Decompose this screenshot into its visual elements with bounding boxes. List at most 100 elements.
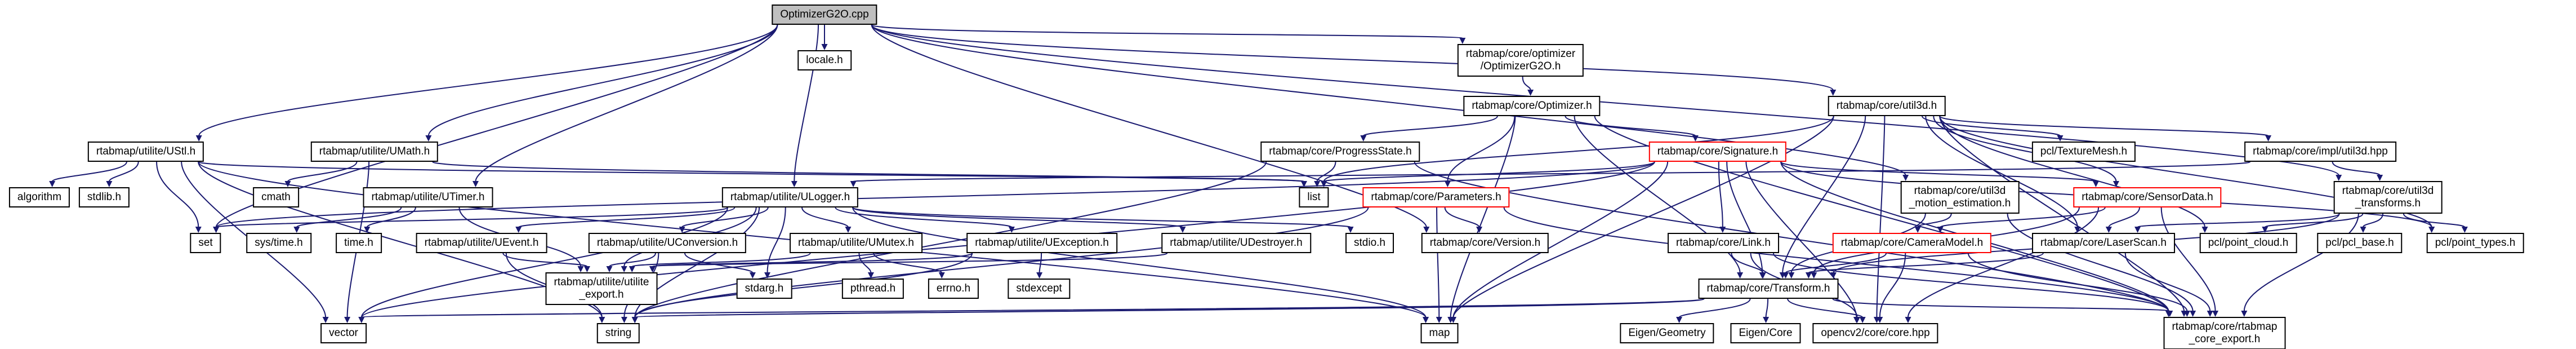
graph-node-algorithm: algorithm: [8, 187, 70, 207]
edge-arrowhead: [2212, 311, 2219, 317]
edge-arrowhead: [845, 227, 852, 233]
graph-node-progress[interactable]: rtabmap/core/ProgressState.h: [1260, 142, 1420, 162]
graph-node-ulogger[interactable]: rtabmap/utilite/ULogger.h: [721, 187, 859, 207]
edge-cpp-motionest: [871, 24, 1906, 176]
graph-node-coreexport[interactable]: rtabmap/core/rtabmap _core_export.h: [2163, 317, 2286, 349]
edge-optimizer-coreexport: [1594, 116, 2169, 312]
edge-arrowhead: [1759, 272, 1766, 279]
edge-arrowhead: [1459, 38, 1466, 44]
edge-arrowhead: [1360, 135, 1367, 142]
edge-util3d-list: [1323, 116, 1834, 182]
graph-node-stdio: stdio.h: [1345, 233, 1394, 253]
edge-signature-map: [1452, 161, 1669, 318]
graph-node-transform[interactable]: rtabmap/core/Transform.h: [1698, 279, 1839, 299]
graph-node-util3dhpp[interactable]: rtabmap/core/impl/util3d.hpp: [2244, 142, 2396, 162]
edge-cpp-utimer: [475, 24, 778, 182]
edge-sensordata-laserscan: [2108, 207, 2140, 228]
edge-arrowhead: [1527, 90, 1534, 96]
graph-node-stdarg: stdarg.h: [736, 279, 792, 299]
edge-ustl-set: [156, 161, 199, 228]
edge-transform-eigengeometry: [1678, 298, 1751, 318]
graph-node-util3d[interactable]: rtabmap/core/util3d.h: [1828, 96, 1946, 116]
graph-node-umath[interactable]: rtabmap/utilite/UMath.h: [310, 142, 439, 162]
edge-arrowhead: [764, 272, 771, 279]
graph-node-pointtypes: pcl/point_types.h: [2426, 233, 2524, 253]
edge-arrowhead: [284, 181, 291, 187]
edge-arrowhead: [2092, 181, 2099, 187]
edge-arrowhead: [1036, 272, 1043, 279]
edge-arrowhead: [2207, 311, 2213, 317]
edge-arrowhead: [938, 272, 945, 279]
graph-node-texturemesh: pcl/TextureMesh.h: [2031, 142, 2136, 162]
graph-node-udestroyer[interactable]: rtabmap/utilite/UDestroyer.h: [1161, 233, 1311, 253]
edge-arrowhead: [2377, 175, 2383, 181]
edge-arrowhead: [1347, 227, 1354, 233]
graph-node-parameters[interactable]: rtabmap/core/Parameters.h: [1362, 187, 1510, 207]
graph-node-transforms[interactable]: rtabmap/core/util3d _transforms.h: [2333, 181, 2443, 214]
edge-umutex-uliteexport: [631, 253, 811, 267]
edge-arrowhead: [2105, 227, 2112, 233]
graph-node-version[interactable]: rtabmap/core/Version.h: [1421, 233, 1549, 253]
edge-arrowhead: [49, 181, 56, 187]
graph-node-signature[interactable]: rtabmap/core/Signature.h: [1648, 142, 1787, 162]
graph-node-uexception[interactable]: rtabmap/utilite/UException.h: [966, 233, 1117, 253]
edge-arrowhead: [1737, 272, 1744, 279]
edge-parameters-map: [1436, 207, 1440, 318]
edge-signature-set: [215, 161, 1655, 228]
edge-optimizer-signature: [1565, 116, 1696, 136]
edge-link-coreexport: [1772, 253, 2169, 312]
edge-transforms-pointtypes: [2403, 213, 2466, 228]
graph-node-optimizer[interactable]: rtabmap/core/Optimizer.h: [1463, 96, 1601, 116]
edge-uexception-stdexcept: [1039, 253, 1042, 273]
edge-cameramodel-transform: [1785, 253, 1887, 273]
edge-arrowhead: [322, 317, 329, 323]
edge-arrowhead: [1782, 272, 1789, 279]
graph-node-uevent[interactable]: rtabmap/utilite/UEvent.h: [416, 233, 547, 253]
edge-arrowhead: [1914, 227, 1921, 233]
edge-arrowhead: [2428, 227, 2435, 233]
graph-node-pointcloud: pcl/point_cloud.h: [2199, 233, 2297, 253]
edge-ustl-stdlib: [108, 161, 139, 182]
edge-cpp-ulogger: [794, 24, 819, 182]
edge-cpp-umath: [427, 24, 778, 136]
edge-arrowhead: [106, 181, 113, 187]
edge-arrowhead: [364, 227, 371, 233]
edge-signature-opencv: [1745, 161, 1857, 318]
edge-arrowhead: [577, 266, 584, 272]
graph-node-time: time.h: [336, 233, 382, 253]
graph-node-list: list: [1299, 187, 1329, 207]
graph-node-motionest[interactable]: rtabmap/core/util3d _motion_estimation.h: [1900, 181, 2020, 214]
graph-node-ustl[interactable]: rtabmap/utilite/UStl.h: [87, 142, 204, 162]
edge-parameters-version: [1444, 207, 1480, 228]
edge-motionest-cameramodel: [1917, 213, 1952, 228]
edge-transform-opencv: [1787, 298, 1864, 318]
edge-progress-coreexport: [1414, 161, 2169, 312]
graph-node-sensordata[interactable]: rtabmap/core/SensorData.h: [2073, 187, 2222, 207]
edge-arrowhead: [2262, 227, 2269, 233]
edge-util3d-map: [1452, 116, 1834, 318]
graph-node-umutex[interactable]: rtabmap/utilite/UMutex.h: [790, 233, 922, 253]
graph-node-utimer[interactable]: rtabmap/utilite/UTimer.h: [363, 187, 493, 207]
edge-arrowhead: [2113, 181, 2119, 187]
edge-sensordata-opencv: [1907, 207, 2100, 318]
edge-laserscan-coreexport: [2124, 253, 2211, 312]
edge-util3d-coreexport: [1939, 116, 2185, 312]
graph-node-og2oh[interactable]: rtabmap/core/optimizer /OptimizerG2O.h: [1457, 44, 1584, 77]
graph-node-cameramodel[interactable]: rtabmap/core/CameraModel.h: [1832, 233, 1992, 253]
edge-ulogger-uexception: [835, 207, 1013, 228]
edge-optimizer-progress: [1362, 116, 1498, 136]
edge-arrowhead: [1423, 317, 1429, 323]
graph-node-map: map: [1420, 323, 1459, 343]
edge-udestroyer-uliteexport: [652, 253, 1168, 267]
edge-ulogger-vector: [360, 207, 728, 318]
graph-node-uliteexport[interactable]: rtabmap/utilite/utilite _export.h: [545, 272, 658, 305]
edge-umutex-errno: [873, 253, 943, 273]
graph-node-pclbase: pcl/pcl_base.h: [2317, 233, 2403, 253]
edge-util3d-sensordata: [1933, 116, 2117, 182]
graph-node-uconversion[interactable]: rtabmap/utilite/UConversion.h: [588, 233, 747, 253]
edge-og2oh-optimizer: [1522, 76, 1531, 91]
graph-node-cmath: cmath: [253, 187, 299, 207]
graph-node-laserscan[interactable]: rtabmap/core/LaserScan.h: [2032, 233, 2175, 253]
graph-node-link[interactable]: rtabmap/core/Link.h: [1668, 233, 1779, 253]
edge-cpp-version: [871, 24, 1427, 228]
